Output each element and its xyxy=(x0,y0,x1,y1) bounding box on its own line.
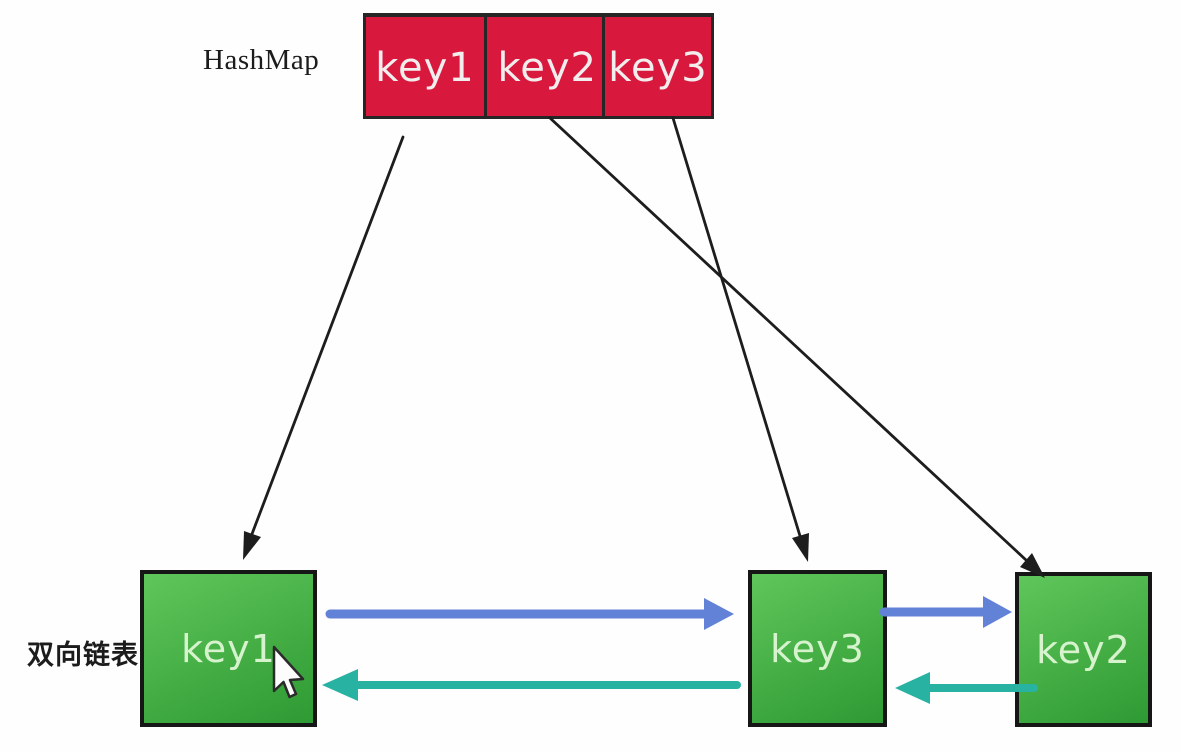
hashmap-cell-key2-label: key2 xyxy=(497,44,597,91)
list-node-key2-label: key2 xyxy=(1036,627,1131,672)
pointer-arrow-key2 xyxy=(548,116,1045,578)
hashmap-array: key1 key2 key3 xyxy=(363,13,714,119)
list-node-key1: key1 xyxy=(140,570,317,727)
hashmap-label: HashMap xyxy=(203,44,320,76)
hashmap-cell-key3: key3 xyxy=(602,13,714,119)
hashmap-cell-key1: key1 xyxy=(363,13,487,119)
hashmap-cell-key1-label: key1 xyxy=(375,44,475,91)
list-node-key3-label: key3 xyxy=(770,626,865,671)
list-node-key1-label: key1 xyxy=(181,626,276,671)
forward-link-key3-key2 xyxy=(879,596,1012,628)
linked-list-label: 双向链表 xyxy=(27,640,139,671)
back-link-key2-key3 xyxy=(895,672,1038,704)
pointer-arrow-key1 xyxy=(243,135,405,560)
list-node-key3: key3 xyxy=(748,570,887,727)
forward-link-key1-key3 xyxy=(325,598,734,630)
hashmap-cell-key2: key2 xyxy=(484,13,605,119)
pointer-arrow-key3 xyxy=(671,116,809,562)
back-link-key3-key1 xyxy=(322,669,741,701)
hashmap-cell-key3-label: key3 xyxy=(608,44,708,91)
list-node-key2: key2 xyxy=(1015,572,1152,727)
